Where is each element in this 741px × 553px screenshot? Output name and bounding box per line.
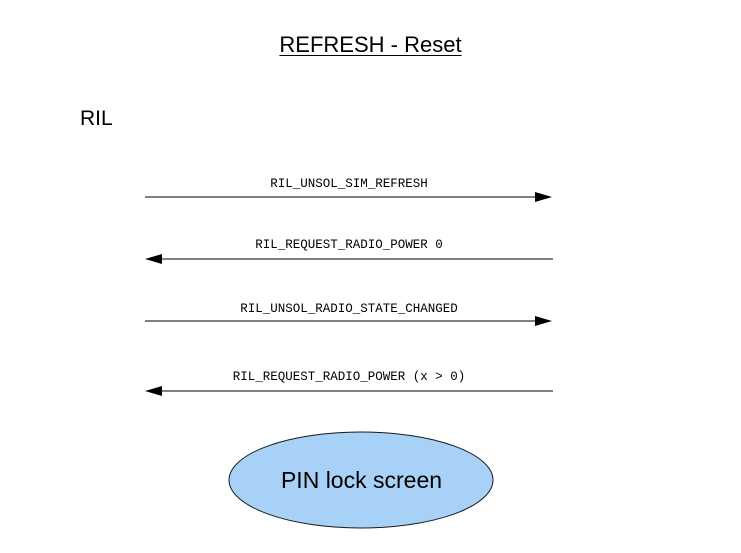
arrowhead-right-3 [535, 316, 552, 326]
actor-label-ril: RIL [80, 107, 113, 130]
state-label-pin-lock-screen: PIN lock screen [280, 467, 443, 493]
message-label-4: RIL_REQUEST_RADIO_POWER (x > 0) [232, 370, 466, 384]
arrowhead-left-4 [145, 386, 162, 396]
message-label-1: RIL_UNSOL_SIM_REFRESH [270, 177, 428, 191]
arrowhead-right-1 [535, 192, 552, 202]
message-arrow-3 [145, 316, 552, 326]
message-label-2: RIL_REQUEST_RADIO_POWER 0 [255, 238, 443, 252]
diagram-title-text: REFRESH - Reset [279, 32, 462, 57]
pin-lock-screen-ellipse [228, 431, 494, 529]
message-arrow-4 [145, 386, 553, 396]
message-arrow-1 [145, 192, 552, 202]
diagram-title: REFRESH - Reset [0, 31, 741, 59]
message-arrow-2 [145, 254, 553, 264]
arrowhead-left-2 [145, 254, 162, 264]
message-label-3: RIL_UNSOL_RADIO_STATE_CHANGED [240, 302, 458, 316]
